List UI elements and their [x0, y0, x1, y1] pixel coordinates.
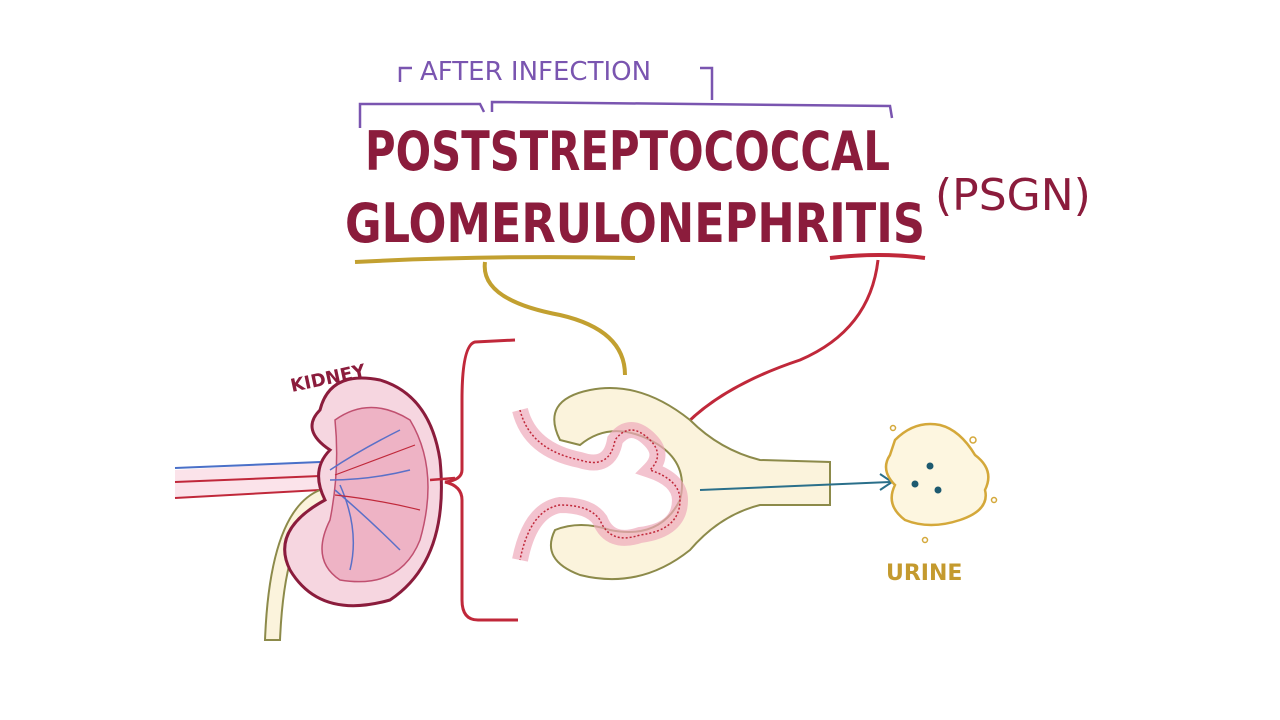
- urine-label: URINE: [886, 561, 962, 586]
- glomerulo-underline: [354, 255, 636, 264]
- zoom-bracket: [444, 338, 518, 622]
- nephritis-connector: [670, 259, 880, 441]
- nephritis-underline: [829, 253, 926, 260]
- glomerulo-connector: [482, 261, 627, 376]
- urine-illustration: [884, 422, 998, 544]
- title-line2: GLOMERULONEPHRITIS: [345, 192, 925, 255]
- after-infection-label: AFTER INFECTION: [420, 57, 651, 87]
- glomerulus-illustration: [512, 387, 894, 581]
- title-line1: POSTSTREPTOCOCCAL: [365, 120, 890, 183]
- kidney-illustration: [174, 376, 456, 641]
- urine-arrow: [699, 481, 891, 491]
- psgn-abbreviation: (PSGN): [935, 170, 1091, 221]
- after-infection-bracket: [358, 66, 894, 128]
